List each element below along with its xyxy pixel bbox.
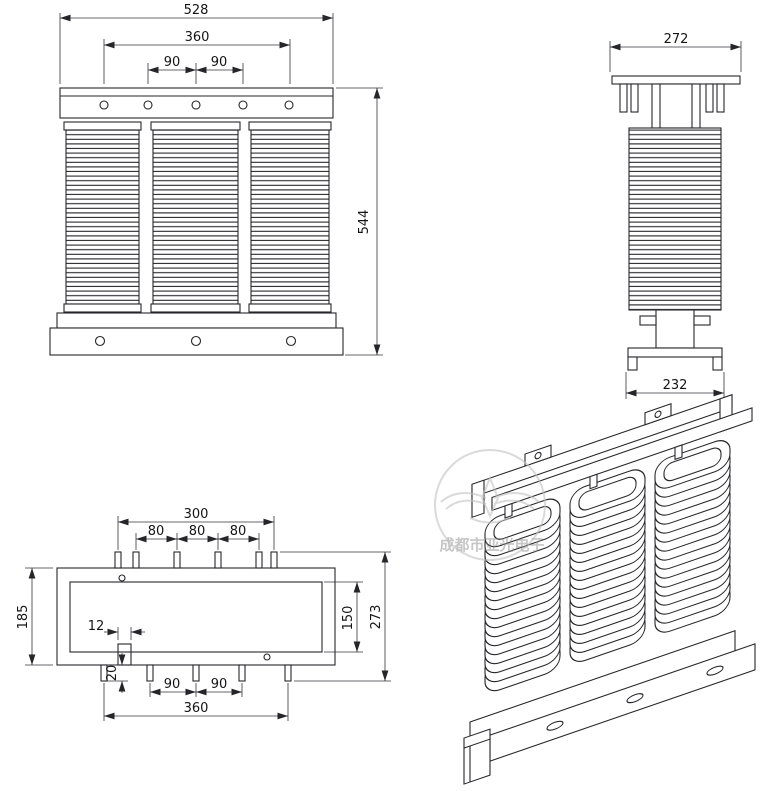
front-terminal-2 xyxy=(143,100,153,110)
dim-label-20: 20 xyxy=(105,665,120,682)
dim-label-80-1: 80 xyxy=(148,524,165,539)
top-view-lower-studs xyxy=(100,664,292,682)
front-terminal-3 xyxy=(191,100,201,110)
top-view-inner xyxy=(69,581,323,653)
dim-label-12: 12 xyxy=(88,619,105,634)
iso-top-rail-front xyxy=(491,407,753,512)
iso-coil-middle xyxy=(569,465,646,667)
front-base-hole-1 xyxy=(94,335,106,347)
watermark-company-name: 成都市亚光电子 xyxy=(439,536,544,554)
dim-label-90-bottom-1: 90 xyxy=(164,677,181,692)
iso-channel-foot xyxy=(463,728,491,785)
front-coil-right xyxy=(248,121,332,313)
side-core-clamp xyxy=(651,83,701,129)
top-view-outline xyxy=(56,567,336,666)
dim-label-273: 273 xyxy=(369,605,384,630)
front-terminal-1 xyxy=(99,100,109,110)
side-top-bar xyxy=(611,75,741,85)
dim-label-360-bottom: 360 xyxy=(184,701,209,716)
side-coil-stack xyxy=(628,127,722,311)
dim-label-360-front: 360 xyxy=(185,30,210,45)
dim-label-90-bottom-2: 90 xyxy=(211,677,228,692)
dim-label-80-2: 80 xyxy=(189,524,206,539)
front-coil-left xyxy=(63,121,142,313)
top-view-upper-studs xyxy=(114,551,278,569)
iso-coil-right xyxy=(654,435,731,637)
side-core-leg xyxy=(655,309,695,349)
isometric-view xyxy=(463,394,756,785)
front-terminal-5 xyxy=(284,100,294,110)
front-view: 528 360 90 90 544 xyxy=(49,3,383,356)
watermark: 成都市亚光电子 xyxy=(434,449,546,561)
dim-label-150: 150 xyxy=(341,606,356,631)
watermark-logo-icon xyxy=(440,475,540,524)
dim-label-544: 544 xyxy=(357,210,372,235)
dim-label-272: 272 xyxy=(664,32,689,47)
dim-label-300: 300 xyxy=(184,507,209,522)
front-base xyxy=(49,312,344,356)
dim-label-185: 185 xyxy=(16,605,31,630)
iso-coil-left xyxy=(484,494,561,696)
dim-label-528: 528 xyxy=(184,3,209,18)
dim-label-232: 232 xyxy=(663,378,688,393)
front-base-hole-2 xyxy=(190,335,202,347)
dim-label-90-front-right: 90 xyxy=(211,55,228,70)
side-view: 272 232 xyxy=(609,32,742,399)
front-coil-middle xyxy=(150,121,241,313)
top-view: 300 80 80 80 185 150 273 12 xyxy=(16,507,391,721)
watermark-circle xyxy=(434,449,546,561)
front-base-hole-3 xyxy=(285,335,297,347)
dim-label-80-3: 80 xyxy=(230,524,247,539)
dim-label-90-front-left: 90 xyxy=(164,55,181,70)
front-terminal-4 xyxy=(238,100,248,110)
side-base xyxy=(627,347,723,371)
